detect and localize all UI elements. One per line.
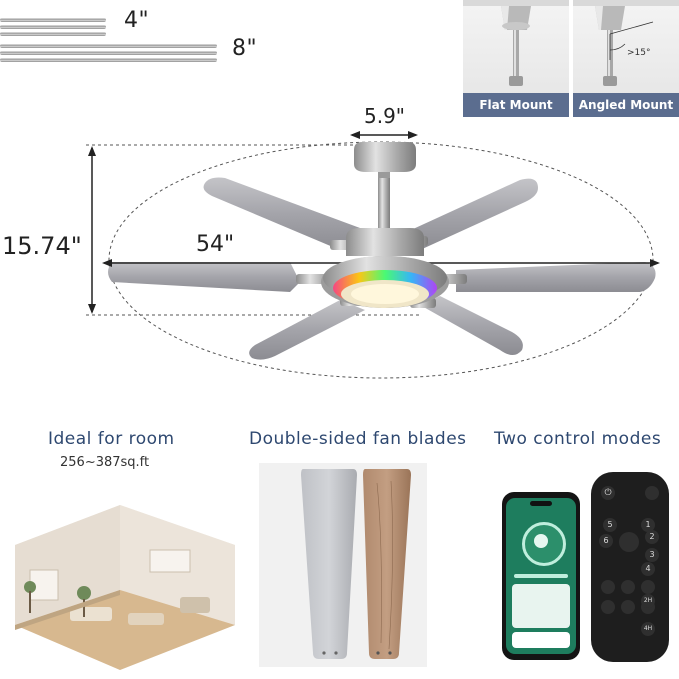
smartphone-app [502,492,580,660]
remote-fan-icon [619,532,639,552]
blades-panel [259,463,427,667]
remote-speed-button-6: 6 [599,534,613,548]
angled-mount-illustration [573,0,679,86]
ideal-room-heading: Ideal for room [48,429,175,449]
phone-screen [506,498,576,654]
app-footer [512,632,570,648]
remote-power-button: ⏻ [601,486,615,500]
phone-notch [530,501,552,506]
double-sided-blades-illustration [301,469,411,659]
remote-function-button-grid [601,580,659,614]
angled-mount-panel: >15° Angled Mount [573,0,679,117]
downrod-8-label: 8" [232,36,258,61]
height-label: 15.74" [2,232,82,260]
ceiling-fan-illustration [86,131,660,379]
remote-control: ⏻ 1 2 3 4 5 6 2H 4H [591,472,669,662]
remote-speed-button-2: 2 [645,530,659,544]
control-modes-heading: Two control modes [494,429,662,449]
remote-light-button [645,486,659,500]
app-fan-icon [534,534,548,548]
remote-timer-4h-button: 4H [641,622,655,636]
downrod-4-label: 4" [124,8,150,33]
remote-speed-button-4: 4 [641,562,655,576]
blade-span-label: 54" [196,232,235,257]
flat-mount-label: Flat Mount [463,93,569,117]
room-size-value: 256~387sq.ft [60,455,150,470]
angled-mount-label: Angled Mount [573,93,679,117]
flat-mount-illustration [463,0,569,86]
remote-speed-button-1: 1 [641,518,655,532]
fan-speed-dial [522,522,566,566]
remote-speed-button-5: 5 [603,518,617,532]
remote-timer-2h-button: 2H [641,594,655,608]
remote-speed-button-3: 3 [645,548,659,562]
app-slider [514,574,568,578]
angle-label: >15° [627,48,651,58]
downrod-8-inch [0,42,222,62]
room-illustration [15,505,235,670]
downrod-4-inch [0,16,120,36]
canopy-width-label: 5.9" [364,104,406,128]
app-controls [512,584,570,628]
flat-mount-panel: Flat Mount [463,0,569,117]
double-sided-blades-heading: Double-sided fan blades [249,429,467,449]
